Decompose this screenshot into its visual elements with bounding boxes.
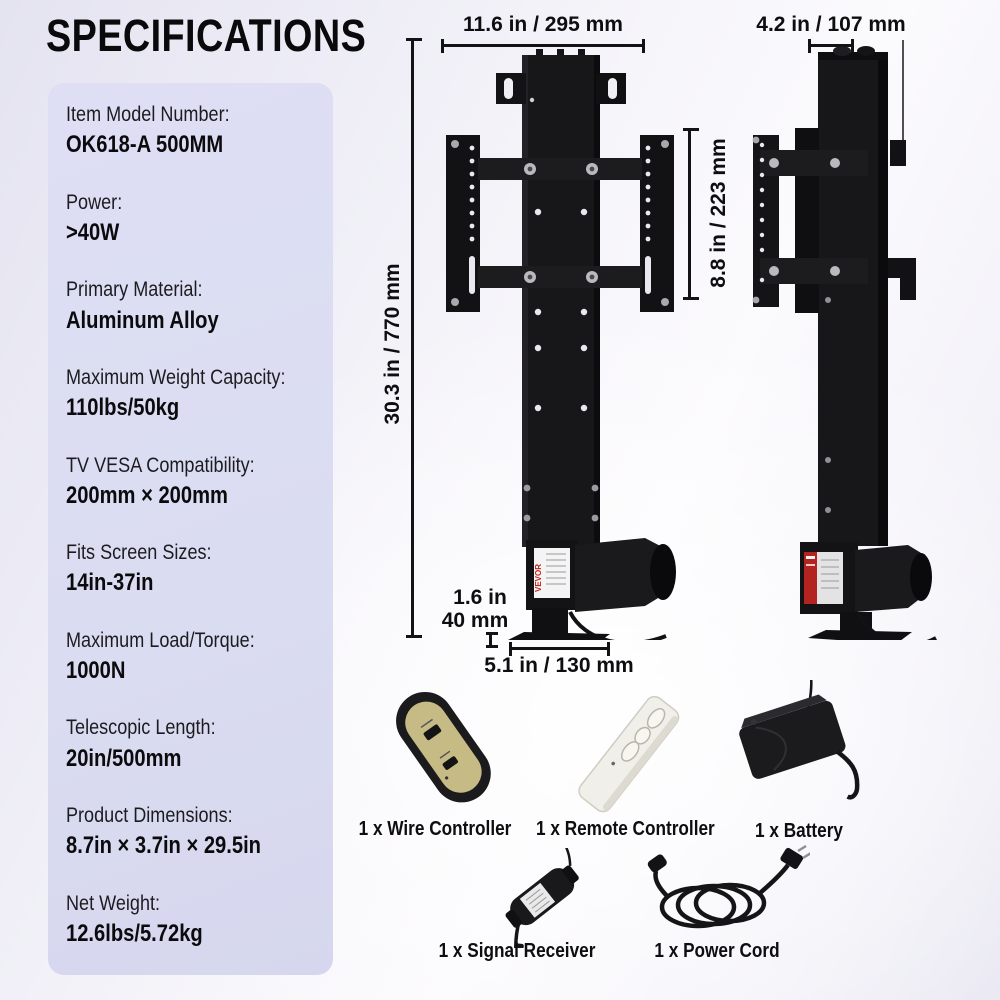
side-motor [800, 542, 937, 640]
side-vesa-bracket [752, 128, 916, 313]
dim-tick [406, 635, 422, 638]
spec-item: Power: >40W [66, 189, 321, 248]
dim-tick [486, 632, 498, 635]
battery-image [739, 680, 860, 800]
spec-card: Item Model Number: OK618-A 500MM Power: … [48, 83, 333, 975]
dim-label-base-rise-in: 1.6 in [453, 586, 507, 609]
spec-item: Item Model Number: OK618-A 500MM [66, 101, 321, 160]
spec-item-value: 8.7in × 3.7in × 29.5in [66, 832, 261, 860]
front-top-tabs [536, 49, 585, 59]
remote-controller-label: 1 x Remote Controller [536, 818, 715, 840]
spec-item-label: Maximum Load/Torque: [66, 627, 255, 652]
front-view-illustration: VEVOR [446, 49, 676, 640]
page-title: SPECIFICATIONS [46, 10, 427, 62]
front-column-screws [523, 484, 599, 522]
remote-buttons [621, 708, 666, 762]
remote-controller-image [578, 695, 680, 813]
dim-line-bracket-height [683, 128, 699, 300]
spec-item-label: Power: [66, 189, 123, 214]
front-column-holes [534, 208, 588, 412]
dim-line-base-width [509, 642, 610, 656]
dim-tick [683, 297, 699, 300]
spec-item-label: Fits Screen Sizes: [66, 540, 212, 565]
front-vesa-bracket [446, 135, 674, 312]
spec-item-value: >40W [66, 218, 120, 246]
dim-label-side-depth: 4.2 in / 107 mm [756, 13, 906, 36]
side-rear-hook [888, 258, 916, 300]
spec-item: TV VESA Compatibility: 200mm × 200mm [66, 452, 321, 511]
front-base-plate [508, 632, 610, 640]
front-bracket-screws [451, 140, 669, 306]
spec-item-value: 12.6lbs/5.72kg [66, 919, 203, 947]
power-cord-image [647, 845, 810, 929]
spec-item: Product Dimensions: 8.7in × 3.7in × 29.5… [66, 802, 321, 861]
side-column [818, 46, 888, 546]
dim-tick [406, 38, 422, 41]
spec-item: Telescopic Length: 20in/500mm [66, 714, 321, 773]
spec-item-value: 200mm × 200mm [66, 481, 228, 509]
side-bracket-screws [752, 136, 840, 304]
spec-item: Primary Material: Aluminum Alloy [66, 276, 321, 335]
dim-tick [642, 39, 645, 53]
dim-line-side-depth [808, 39, 854, 53]
dim-label-front-width: 11.6 in / 295 mm [463, 13, 623, 36]
spec-item-label: Primary Material: [66, 277, 203, 302]
spec-item: Fits Screen Sizes: 14in-37in [66, 539, 321, 598]
dim-label-bracket-height: 8.8 in / 223 mm [707, 138, 730, 288]
battery-label: 1 x Battery [755, 820, 843, 842]
dim-tick [851, 39, 854, 53]
spec-item-label: Telescopic Length: [66, 715, 216, 740]
dim-tick [441, 39, 444, 53]
dim-tick [607, 642, 610, 656]
cord-coil [653, 863, 790, 929]
receiver-wire-right [559, 848, 572, 866]
spec-item-label: Maximum Weight Capacity: [66, 364, 286, 389]
cord-plug [780, 845, 810, 869]
spec-item-value: 14in-37in [66, 569, 154, 597]
side-red-label [804, 552, 843, 604]
front-power-cable [568, 611, 667, 640]
dim-tick [808, 39, 811, 53]
dim-tick [486, 645, 498, 648]
spec-item-value: 110lbs/50kg [66, 394, 180, 422]
dim-label-total-height: 30.3 in / 770 mm [381, 263, 404, 425]
front-motor: VEVOR [526, 538, 676, 640]
dim-line-total-height [406, 38, 422, 638]
spec-item-label: TV VESA Compatibility: [66, 452, 255, 477]
front-column [522, 55, 600, 547]
spec-item-label: Product Dimensions: [66, 803, 233, 828]
spec-item-value: OK618-A 500MM [66, 131, 224, 159]
wire-controller-label: 1 x Wire Controller [358, 818, 512, 840]
spec-item-value: 20in/500mm [66, 744, 182, 772]
spec-item: Net Weight: 12.6lbs/5.72kg [66, 890, 321, 949]
side-view-illustration [752, 40, 937, 640]
battery-output-wire [835, 749, 860, 800]
spec-item-label: Net Weight: [66, 890, 161, 915]
side-rear-hook-top [890, 140, 906, 166]
dim-tick [509, 642, 512, 656]
spec-item: Maximum Weight Capacity: 110lbs/50kg [66, 364, 321, 423]
front-ears [496, 73, 626, 104]
power-cord-label: 1 x Power Cord [654, 940, 780, 962]
side-power-cable [856, 612, 937, 640]
front-vevor-label: VEVOR [534, 548, 570, 598]
cord-connector [647, 854, 667, 873]
side-base-plate [808, 630, 912, 640]
dim-label-base-width: 5.1 in / 130 mm [484, 654, 634, 677]
spec-item: Maximum Load/Torque: 1000N [66, 627, 321, 686]
dim-tick [683, 128, 699, 131]
dim-line-front-width [441, 39, 645, 53]
dim-line-base-rise [486, 632, 498, 648]
svg-text:VEVOR: VEVOR [534, 564, 543, 592]
wire-controller-image [396, 691, 491, 803]
dim-label-base-rise-mm: 40 mm [441, 609, 509, 632]
signal-receiver-image [505, 848, 579, 948]
spec-item-value: 1000N [66, 657, 126, 685]
page-title-text: SPECIFICATIONS [46, 10, 367, 61]
spec-item-label: Item Model Number: [66, 102, 230, 126]
wire-controller-switches [420, 718, 458, 780]
spec-item-value: Aluminum Alloy [66, 306, 219, 334]
signal-receiver-label: 1 x Signal Receiver [438, 940, 596, 962]
